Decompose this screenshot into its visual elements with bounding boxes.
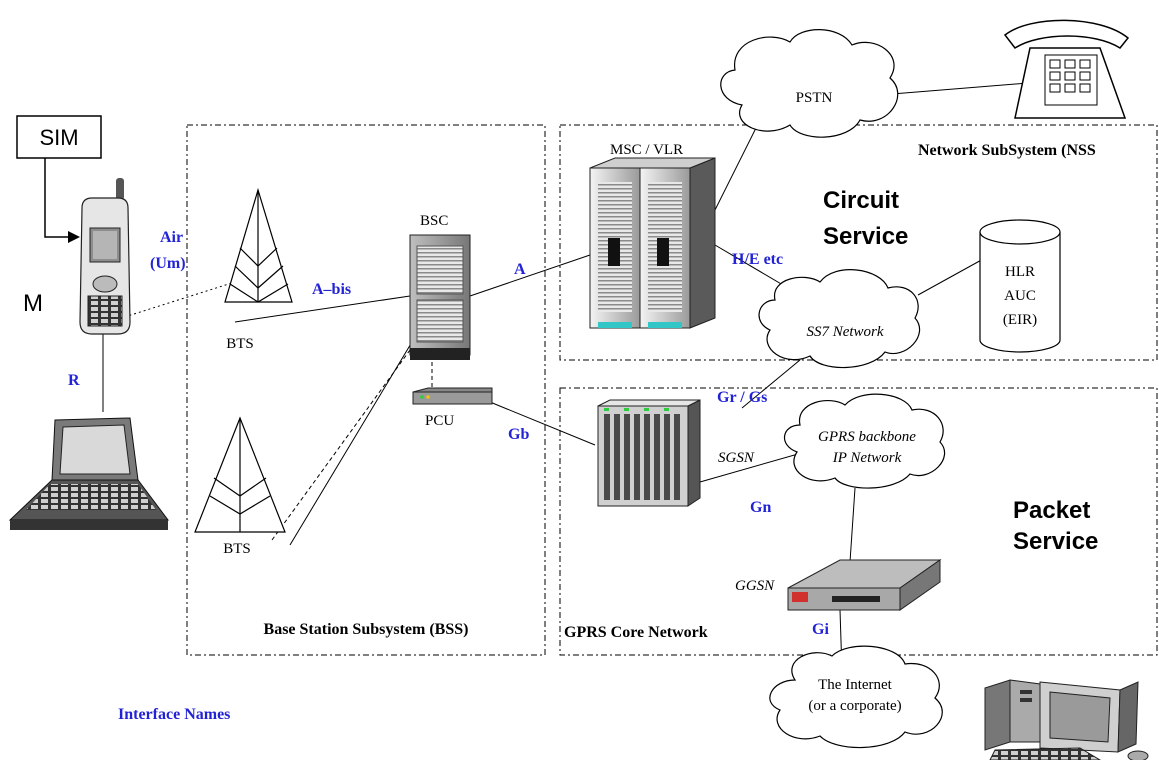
bsc-label: BSC	[420, 213, 448, 229]
ggsn-label: GGSN	[735, 578, 775, 594]
mobile-phone-icon	[79, 178, 131, 335]
bsc-cabinet-icon	[409, 234, 471, 360]
desktop-computer-icon	[984, 679, 1149, 760]
mobile-label: M	[23, 290, 43, 317]
interface-gn: Gn	[750, 499, 771, 516]
gprs-backbone-cloud-icon	[784, 393, 946, 489]
interface-abis: A–bis	[312, 281, 351, 298]
gprs-core-title: GPRS Core Network	[564, 624, 708, 641]
internet-label-2: (or a corporate)	[808, 698, 901, 714]
interface-names-legend: Interface Names	[118, 706, 230, 723]
pcu-icon	[412, 387, 493, 405]
interface-gi: Gi	[812, 621, 829, 638]
internet-label-1: The Internet	[818, 677, 893, 693]
pstn-label: PSTN	[796, 90, 833, 106]
ggsn-router-icon	[787, 559, 942, 611]
msc-vlr-cabinet-icon	[589, 157, 716, 329]
packet-service-line1: Packet	[1013, 497, 1090, 524]
hlr-label: HLR	[1005, 264, 1035, 280]
packet-service-line2: Service	[1013, 528, 1098, 555]
bts-tower-top-icon	[224, 187, 293, 303]
telephone-icon	[1003, 19, 1130, 119]
circuit-service-line1: Circuit	[823, 187, 899, 214]
circuit-service-line2: Service	[823, 223, 908, 250]
interface-um: (Um)	[150, 255, 186, 272]
interface-gb: Gb	[508, 426, 529, 443]
bts-tower-bottom-icon	[194, 416, 286, 533]
bss-title: Base Station Subsystem (BSS)	[264, 621, 469, 638]
sgsn-rack-icon	[597, 399, 701, 507]
bts-bottom-label: BTS	[223, 541, 251, 557]
internet-cloud-icon	[769, 645, 943, 749]
ss7-label: SS7 Network	[806, 324, 883, 340]
bss-region	[186, 124, 546, 656]
gprs-backbone-label-2: IP Network	[832, 450, 902, 466]
sgsn-label: SGSN	[718, 450, 755, 466]
sim-label: SIM	[39, 125, 78, 150]
auc-label: AUC	[1004, 288, 1036, 304]
eir-label: (EIR)	[1003, 312, 1037, 328]
ss7-cloud-icon	[758, 269, 921, 369]
interface-grgs: Gr / Gs	[717, 389, 767, 406]
interface-air: Air	[160, 229, 183, 246]
sim-box	[16, 115, 102, 159]
pcu-label: PCU	[425, 413, 454, 429]
bts-top-label: BTS	[226, 336, 254, 352]
interface-he: H/E etc	[732, 251, 783, 268]
nss-title: Network SubSystem (NSS	[918, 142, 1096, 159]
gprs-backbone-label-1: GPRS backbone	[818, 429, 916, 445]
interface-r: R	[68, 372, 80, 389]
sim-arrow	[44, 158, 70, 238]
pstn-cloud-icon	[720, 29, 899, 138]
hlr-database-icon	[979, 219, 1061, 353]
interface-a: A	[514, 261, 526, 278]
msc-vlr-label: MSC / VLR	[610, 142, 683, 158]
sim-arrowhead	[68, 231, 80, 243]
laptop-icon	[8, 417, 169, 530]
